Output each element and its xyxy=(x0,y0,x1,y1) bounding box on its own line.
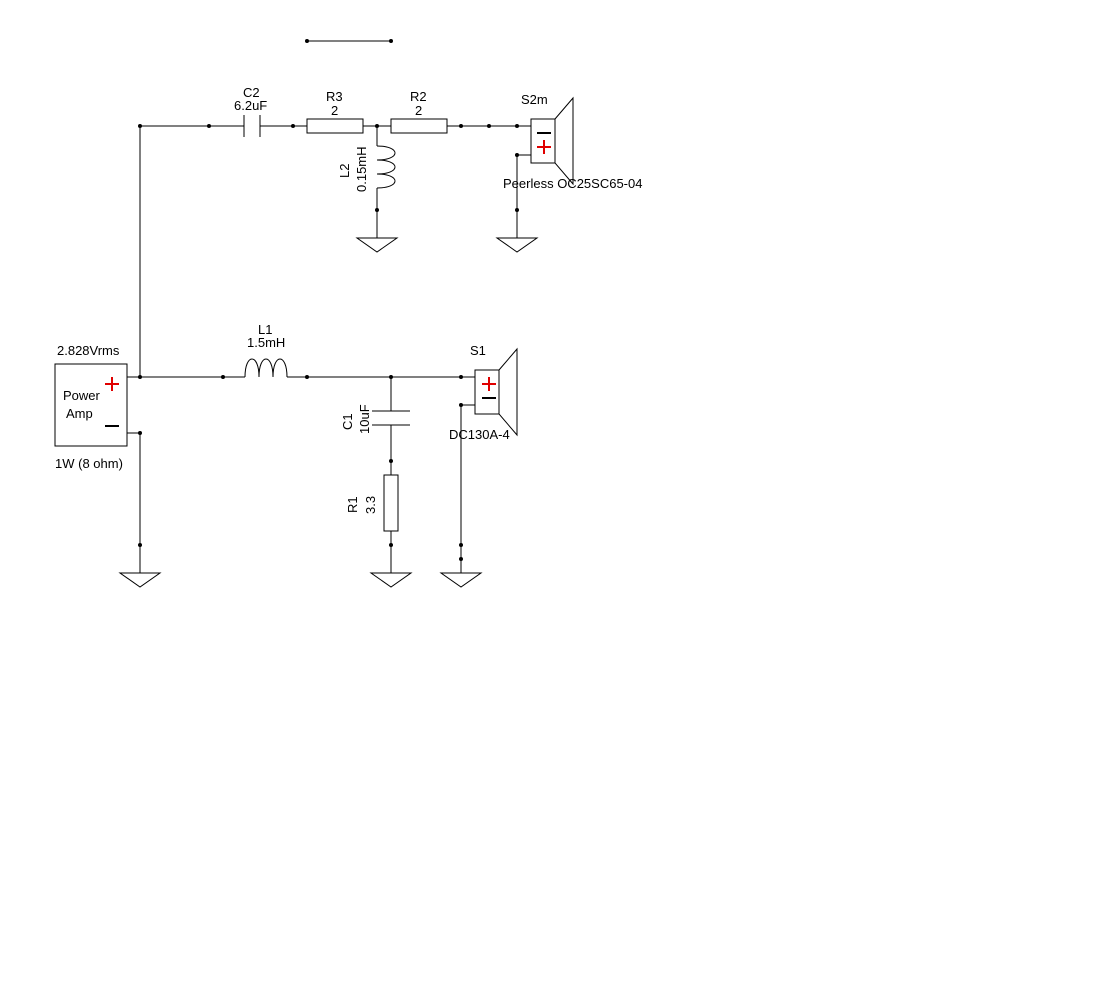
inductor-l1[interactable] xyxy=(244,358,288,378)
l1-value-label: 1.5mH xyxy=(247,335,285,350)
l2-ref-label: L2 xyxy=(337,164,352,178)
r1-ref-label: R1 xyxy=(345,496,360,513)
ground-symbol-l2 xyxy=(355,237,399,253)
speaker-s1[interactable] xyxy=(474,347,518,437)
l2-value-label: 0.15mH xyxy=(354,146,369,192)
s2-model-label: Peerless OC25SC65-04 xyxy=(503,176,642,191)
c1-value-label: 10uF xyxy=(357,404,372,434)
r2-ref-label: R2 xyxy=(410,89,427,104)
wires xyxy=(127,125,531,573)
ground-symbol-r1 xyxy=(369,572,413,588)
resistor-r3[interactable] xyxy=(306,118,364,134)
ground-symbol-s1 xyxy=(439,572,483,588)
capacitor-c1[interactable] xyxy=(372,410,410,426)
resistor-r1[interactable] xyxy=(383,474,399,532)
source-name-line1: Power xyxy=(63,388,101,403)
r3-value-label: 2 xyxy=(331,103,338,118)
c2-value-label: 6.2uF xyxy=(234,98,267,113)
ground-symbol-amp xyxy=(118,572,162,588)
speaker-s2[interactable] xyxy=(530,96,574,186)
s2-ref-label: S2m xyxy=(521,92,548,107)
l1-ref-label: L1 xyxy=(258,322,272,337)
resistor-r2[interactable] xyxy=(390,118,448,134)
s1-model-label: DC130A-4 xyxy=(449,427,510,442)
power-amp-source[interactable] xyxy=(54,363,128,447)
c1-ref-label: C1 xyxy=(340,413,355,430)
c2-ref-label: C2 xyxy=(243,85,260,100)
stray-wire xyxy=(305,39,393,43)
ground-symbol-s2 xyxy=(495,237,539,253)
r2-value-label: 2 xyxy=(415,103,422,118)
s1-ref-label: S1 xyxy=(470,343,486,358)
source-name-line2: Amp xyxy=(66,406,93,421)
capacitor-c2[interactable] xyxy=(243,115,261,137)
source-power-label: 1W (8 ohm) xyxy=(55,456,123,471)
source-voltage-label: 2.828Vrms xyxy=(57,343,120,358)
r3-ref-label: R3 xyxy=(326,89,343,104)
inductor-l2[interactable] xyxy=(376,145,396,189)
r1-value-label: 3.3 xyxy=(363,496,378,514)
node-dots xyxy=(138,124,519,561)
